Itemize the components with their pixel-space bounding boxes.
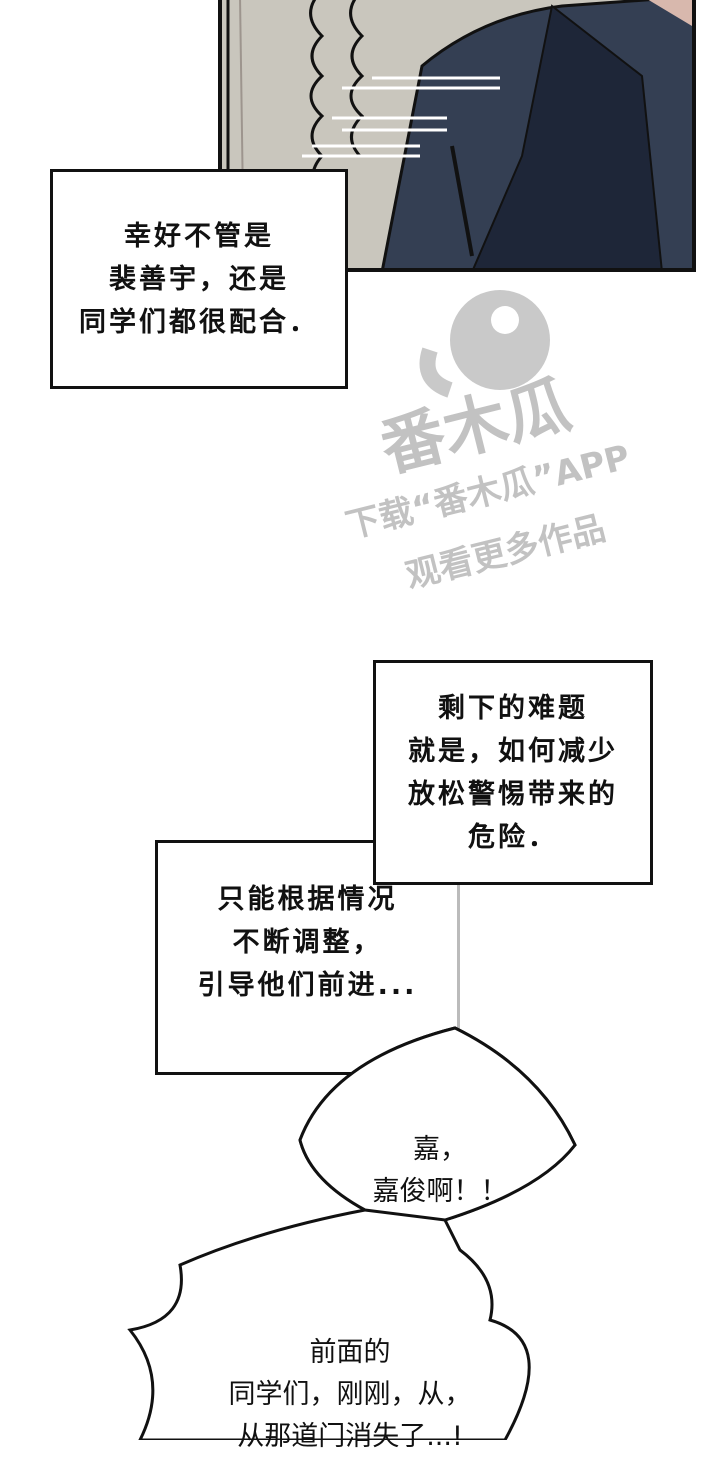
caption-1-text: 幸好不管是 裴善宇，还是 同学们都很配合． — [79, 220, 319, 338]
narration-caption-1: 幸好不管是 裴善宇，还是 同学们都很配合． — [50, 169, 348, 389]
speech-bubble-1: 嘉， 嘉俊啊！！ — [330, 1087, 550, 1213]
narration-caption-2: 剩下的难题 就是，如何减少 放松警惕带来的 危险． — [373, 660, 653, 885]
caption-3-text: 只能根据情况 不断调整， 引导他们前进... — [197, 884, 418, 1001]
speech-bubble-shapes — [127, 1026, 577, 1440]
speech-bubble-1-text: 嘉， 嘉俊啊！！ — [372, 1134, 508, 1207]
watermark-logo-icon — [419, 290, 550, 398]
top-comic-panel — [218, 0, 696, 272]
caption-2-text: 剩下的难题 就是，如何减少 放松警惕带来的 危险． — [408, 692, 618, 853]
character-illustration — [222, 0, 692, 268]
watermark: 番木瓜 下载“番木瓜”APP 观看更多作品 — [342, 270, 720, 600]
speech-bubble-2: 前面的 同学们，刚刚，从， 从那道门消失了...! — [180, 1290, 520, 1458]
speech-bubble-2-text: 前面的 同学们，刚刚，从， 从那道门消失了...! — [228, 1337, 472, 1452]
